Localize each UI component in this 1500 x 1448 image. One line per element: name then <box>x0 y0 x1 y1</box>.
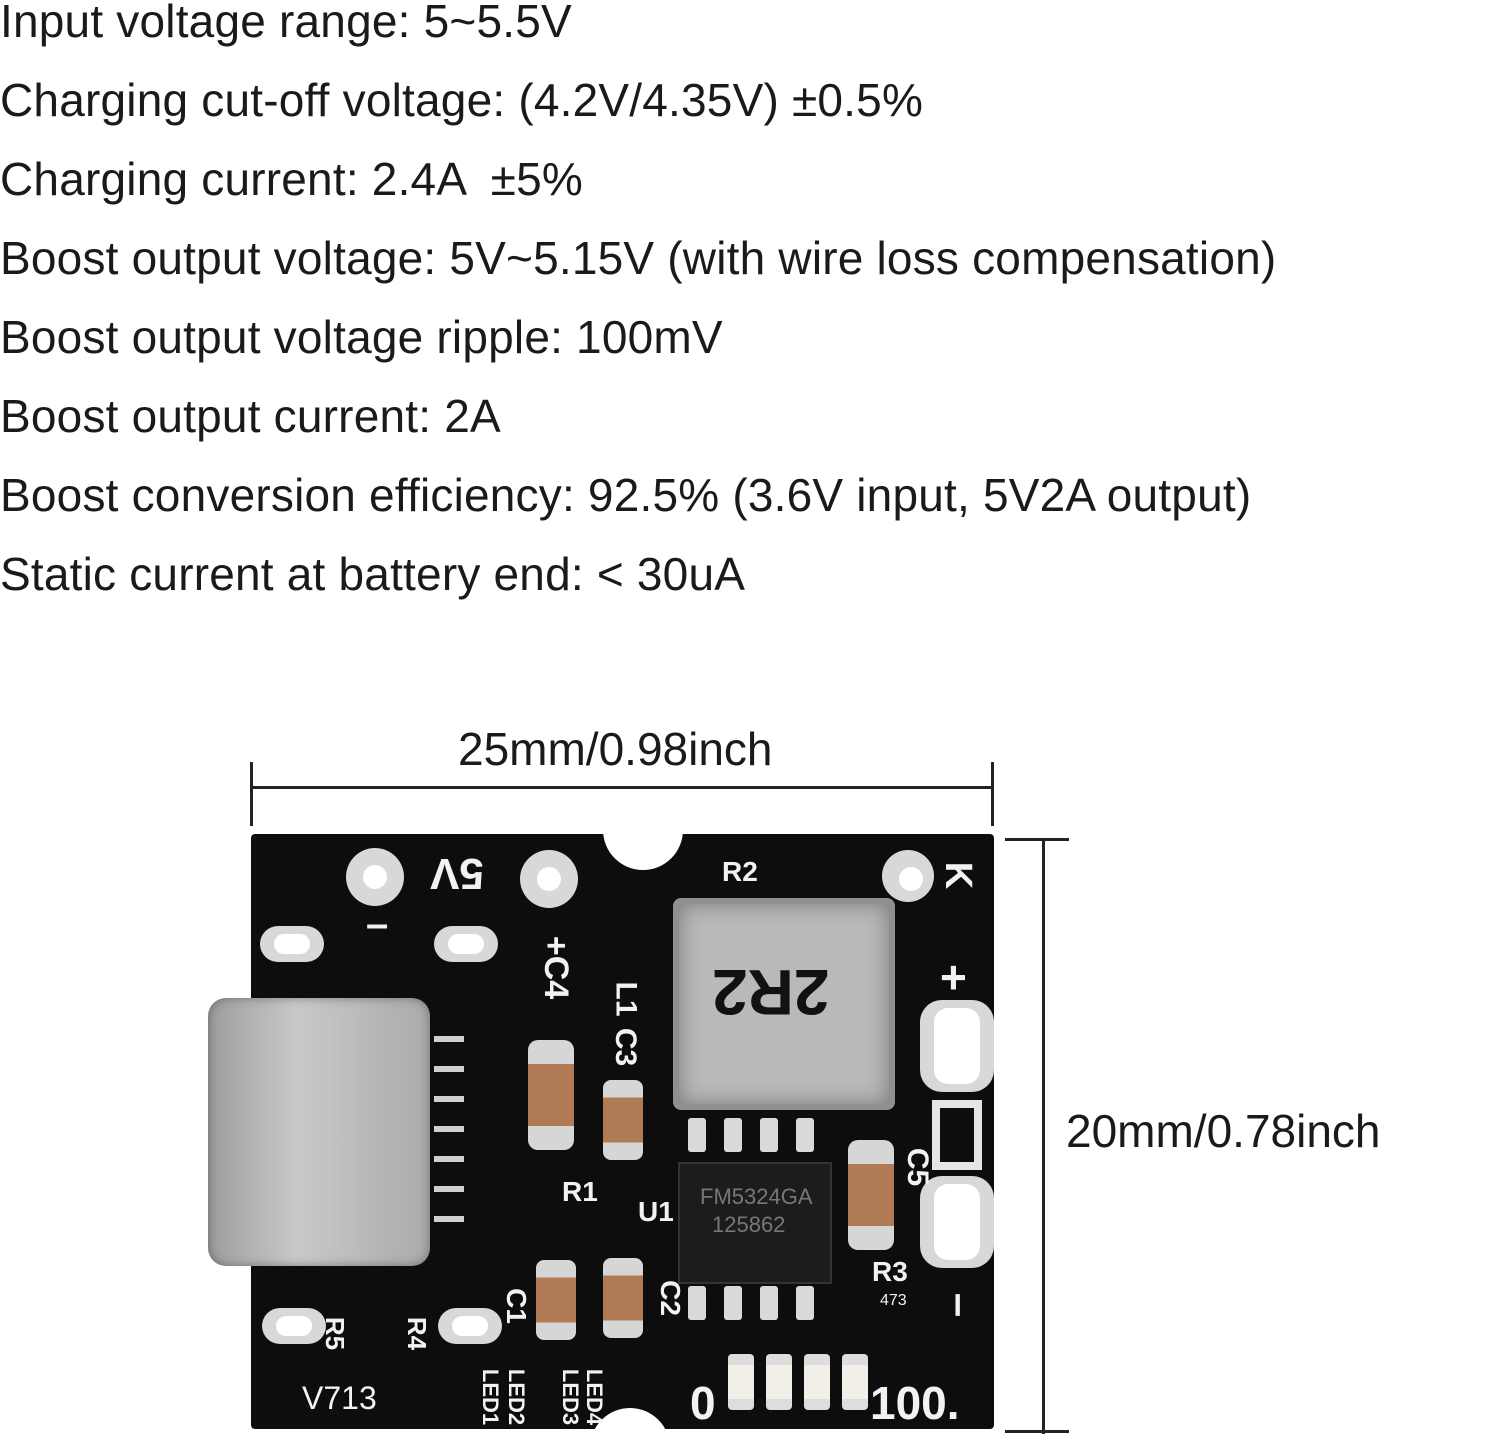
silk-c3: C3 <box>609 1027 643 1067</box>
capacitor-c4 <box>528 1040 574 1150</box>
usb-pin <box>434 1216 464 1222</box>
slot-pad-mid-bottom <box>438 1308 502 1344</box>
capacitor-c2 <box>603 1258 643 1338</box>
battery-minus-pad <box>920 1176 994 1268</box>
led-2 <box>766 1354 792 1410</box>
spec-list: Input voltage range: 5~5.5V Charging cut… <box>0 0 1500 614</box>
usb-pin <box>434 1186 464 1192</box>
silk-l1: L1 <box>609 981 643 1017</box>
silk-r4: R4 <box>402 1316 433 1351</box>
spec-input-voltage: Input voltage range: 5~5.5V <box>0 0 572 47</box>
inductor-l1 <box>673 898 895 1110</box>
silk-r3: R3 <box>872 1256 908 1287</box>
height-dimension-line <box>1042 840 1045 1434</box>
capacitor-c1 <box>536 1260 576 1340</box>
width-dimension-tick-right <box>991 762 994 826</box>
pad-5v-out <box>520 850 578 908</box>
silk-r5: R5 <box>320 1316 351 1351</box>
width-dimension-line <box>251 786 993 789</box>
battery-plus-pad <box>920 1000 994 1092</box>
spec-cutoff-voltage: Charging cut-off voltage: (4.2V/4.35V) ±… <box>0 74 924 126</box>
silk-pct-0: 0 <box>690 1377 716 1429</box>
height-dimension-tick-top <box>1005 838 1069 841</box>
silk-r3-code: 473 <box>880 1292 907 1309</box>
capacitor-c5 <box>848 1140 894 1250</box>
silk-c1: C1 <box>500 1288 532 1324</box>
usb-pin <box>434 1126 464 1132</box>
silk-pct-100: 100. <box>870 1377 960 1429</box>
spec-boost-ripple: Boost output voltage ripple: 100mV <box>0 311 723 363</box>
usb-pin <box>434 1096 464 1102</box>
ic-pin <box>760 1118 778 1152</box>
silk-r1: R1 <box>562 1176 598 1207</box>
ic-pin <box>688 1286 706 1320</box>
ic-pin <box>796 1118 814 1152</box>
chip-marking-line2: 125862 <box>712 1212 786 1237</box>
ic-u1 <box>678 1162 832 1284</box>
slot-pad-left-bottom <box>262 1308 326 1344</box>
silk-r2: R2 <box>722 856 758 887</box>
chip-marking-line1: FM5324GA <box>700 1184 813 1209</box>
height-dimension-tick-bottom <box>1005 1430 1069 1433</box>
spec-boost-efficiency: Boost conversion efficiency: 92.5% (3.6V… <box>0 469 1252 521</box>
pad-minus-top <box>346 848 404 906</box>
spec-boost-current: Boost output current: 2A <box>0 390 501 442</box>
pad-k <box>882 850 934 902</box>
spec-charging-current: Charging current: 2.4A ±5% <box>0 153 583 205</box>
silk-led1: LED1 <box>478 1368 504 1426</box>
silk-model: V713 <box>302 1380 377 1416</box>
spec-static-current: Static current at battery end: < 30uA <box>0 548 746 600</box>
usb-pin <box>434 1066 464 1072</box>
spec-boost-voltage: Boost output voltage: 5V~5.15V (with wir… <box>0 232 1277 284</box>
led-1 <box>728 1354 754 1410</box>
silk-led2: LED2 <box>504 1368 530 1426</box>
silk-led4: LED4 <box>582 1368 608 1426</box>
silk-c2: C2 <box>654 1280 686 1316</box>
silk-u1: U1 <box>638 1196 674 1227</box>
silk-c5: C5 <box>901 1147 935 1187</box>
silk-led3: LED3 <box>558 1368 584 1426</box>
usb-pin <box>434 1156 464 1162</box>
inductor-code: 2R2 <box>712 956 830 1028</box>
ic-pin <box>724 1118 742 1152</box>
ic-pin <box>688 1118 706 1152</box>
slot-pad-left-top <box>260 926 324 962</box>
width-dimension-label: 25mm/0.98inch <box>458 723 773 775</box>
led-4 <box>842 1354 868 1410</box>
silk-minus-right: – <box>936 1292 986 1318</box>
silk-minus-top: – <box>366 902 389 946</box>
capacitor-c3 <box>603 1080 643 1160</box>
ic-pin <box>760 1286 778 1320</box>
height-dimension-label: 20mm/0.78inch <box>1066 1105 1381 1157</box>
slot-pad-mid-top <box>434 926 498 962</box>
width-dimension-tick-left <box>250 762 253 826</box>
usb-c-connector <box>208 998 430 1266</box>
silk-plus-right: + <box>940 951 967 1003</box>
silk-5v: 5V <box>430 849 484 898</box>
ic-pin <box>796 1286 814 1320</box>
ic-pin <box>724 1286 742 1320</box>
battery-rect-pad <box>932 1100 982 1170</box>
silk-plus-c4: +C4 <box>537 935 576 1000</box>
usb-pin <box>434 1036 464 1042</box>
silk-k: K <box>937 861 980 890</box>
led-3 <box>804 1354 830 1410</box>
